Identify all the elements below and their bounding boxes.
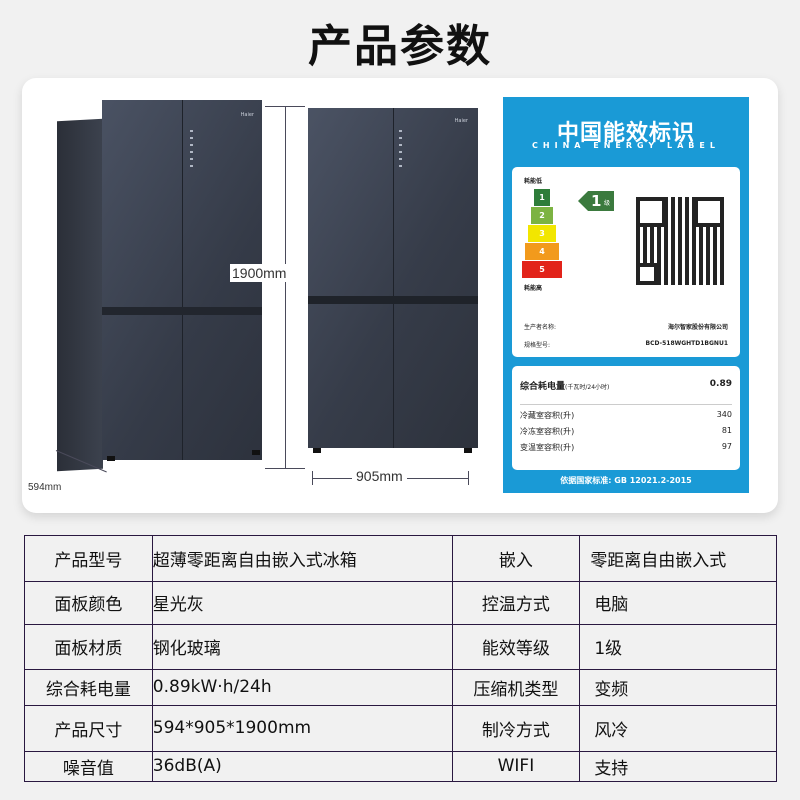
fridge-front-image: Haier — [308, 108, 478, 453]
height-dimension-line — [285, 106, 286, 468]
spec-value: 超薄零距离自由嵌入式冰箱 — [151, 535, 453, 582]
spec-label: 压缩机类型 — [451, 668, 581, 707]
height-dimension-label: 1900mm — [230, 264, 289, 282]
current-grade-suffix: 级 — [604, 200, 611, 207]
energy-label-title: 中国能效标识 — [556, 121, 695, 146]
table-row: 面板材质 钢化玻璃 能效等级 1级 — [24, 624, 777, 670]
low-consumption-label: 耗能低 — [524, 178, 543, 185]
divider — [520, 404, 732, 405]
volume-value: 81 — [721, 426, 732, 435]
spec-table: 产品型号 超薄零距离自由嵌入式冰箱 嵌入 零距离自由嵌入式 面板颜色 星光灰 控… — [24, 535, 777, 783]
manufacturer-label: 生产者名称: — [524, 324, 557, 331]
spec-label: 面板颜色 — [24, 580, 153, 626]
china-energy-label: 中国能效标识 CHINA ENERGY LABEL 耗能低 1 2 3 4 5 … — [503, 97, 749, 493]
table-row: 产品型号 超薄零距离自由嵌入式冰箱 嵌入 零距离自由嵌入式 — [24, 535, 777, 582]
height-dimension-cap — [265, 106, 305, 107]
fridge-side-panel — [57, 118, 103, 472]
spec-label: 嵌入 — [451, 535, 581, 582]
door-split — [393, 108, 394, 448]
width-dimension-label: 905mm — [352, 468, 407, 484]
volume-row: 变温室容积(升) 97 — [520, 442, 732, 453]
high-consumption-label: 耗能高 — [524, 285, 543, 292]
current-grade-number: 1 — [591, 192, 602, 210]
grade-bar-4: 4 — [525, 243, 559, 260]
table-row: 面板颜色 星光灰 控温方式 电脑 — [24, 580, 777, 626]
spec-label: 能效等级 — [451, 624, 581, 670]
table-row: 产品尺寸 594*905*1900mm 制冷方式 风冷 — [24, 705, 777, 752]
energy-label-subtitle: CHINA ENERGY LABEL — [532, 141, 720, 150]
consumption-unit: (千瓦时/24小时) — [565, 384, 610, 391]
drawer-band — [308, 296, 478, 304]
depth-dimension-label: 594mm — [28, 482, 62, 493]
energy-data-panel: 综合耗电量(千瓦时/24小时) 0.89 冷藏室容积(升) 340 冷冻室容积(… — [512, 366, 740, 470]
width-dimension-cap — [468, 471, 469, 485]
volume-label: 冷冻室容积(升) — [520, 427, 575, 436]
volume-label: 变温室容积(升) — [520, 443, 575, 452]
spec-value: 钢化玻璃 — [151, 624, 453, 670]
grade-bar-3: 3 — [528, 225, 556, 242]
volume-value: 97 — [721, 442, 732, 451]
fridge-foot — [107, 456, 115, 461]
spec-label: 控温方式 — [451, 580, 581, 626]
spec-label: 面板材质 — [24, 624, 153, 670]
model-value: BCD-518WGHTD1BGNU1 — [645, 340, 728, 347]
spec-value: 电脑 — [579, 580, 777, 626]
grade-bar-5: 5 — [522, 261, 562, 278]
energy-grade-panel: 耗能低 1 2 3 4 5 耗能高 1 级 生产者名称: 海尔智家股份有限公司 … — [512, 167, 740, 357]
energy-standard: 依据国家标准: GB 12021.2-2015 — [560, 476, 692, 485]
table-row: 噪音值 36dB(A) WIFI 支持 — [24, 750, 777, 783]
control-panel-icon — [399, 130, 402, 170]
qr-code-icon — [636, 197, 724, 285]
page-title: 产品参数 — [308, 21, 492, 72]
consumption-label: 综合耗电量 — [520, 382, 566, 392]
brand-logo: Haier — [454, 118, 468, 124]
height-dimension-cap — [265, 468, 305, 469]
spec-value: 0.89kW·h/24h — [151, 668, 453, 707]
fridge-foot — [464, 448, 472, 453]
spec-label: 产品型号 — [24, 535, 153, 582]
spec-value: 36dB(A) — [151, 750, 453, 783]
spec-value: 零距离自由嵌入式 — [579, 535, 777, 582]
spec-label: 制冷方式 — [451, 705, 581, 752]
grade-bar-1: 1 — [534, 189, 550, 206]
width-dimension-cap — [312, 471, 313, 485]
spec-value: 594*905*1900mm — [151, 705, 453, 752]
spec-value: 星光灰 — [151, 580, 453, 626]
spec-label: 综合耗电量 — [24, 668, 153, 707]
product-image-card: Haier 594mm 1900mm Haier 905mm 中国能效标识 CH… — [22, 78, 778, 513]
spec-value: 风冷 — [579, 705, 777, 752]
spec-value: 变频 — [579, 668, 777, 707]
drawer-band — [102, 307, 262, 315]
spec-value: 1级 — [579, 624, 777, 670]
model-label: 规格型号: — [524, 342, 551, 349]
brand-logo: Haier — [240, 112, 254, 118]
current-grade-arrow: 1 级 — [578, 191, 614, 211]
spec-label: WIFI — [451, 750, 581, 783]
volume-value: 340 — [716, 410, 732, 419]
spec-label: 产品尺寸 — [24, 705, 153, 752]
control-panel-icon — [190, 130, 193, 170]
fridge-foot — [252, 450, 260, 455]
table-row: 综合耗电量 0.89kW·h/24h 压缩机类型 变频 — [24, 668, 777, 707]
grade-bar-2: 2 — [531, 207, 553, 224]
fridge-foot — [313, 448, 321, 453]
spec-label: 噪音值 — [24, 750, 153, 783]
spec-value: 支持 — [579, 750, 777, 783]
volume-label: 冷藏室容积(升) — [520, 411, 575, 420]
volume-row: 冷冻室容积(升) 81 — [520, 426, 732, 437]
volume-row: 冷藏室容积(升) 340 — [520, 410, 732, 421]
door-split — [182, 100, 183, 460]
manufacturer-value: 海尔智家股份有限公司 — [667, 324, 728, 331]
fridge-angled-image: Haier — [57, 100, 262, 472]
consumption-value: 0.89 — [709, 379, 732, 389]
